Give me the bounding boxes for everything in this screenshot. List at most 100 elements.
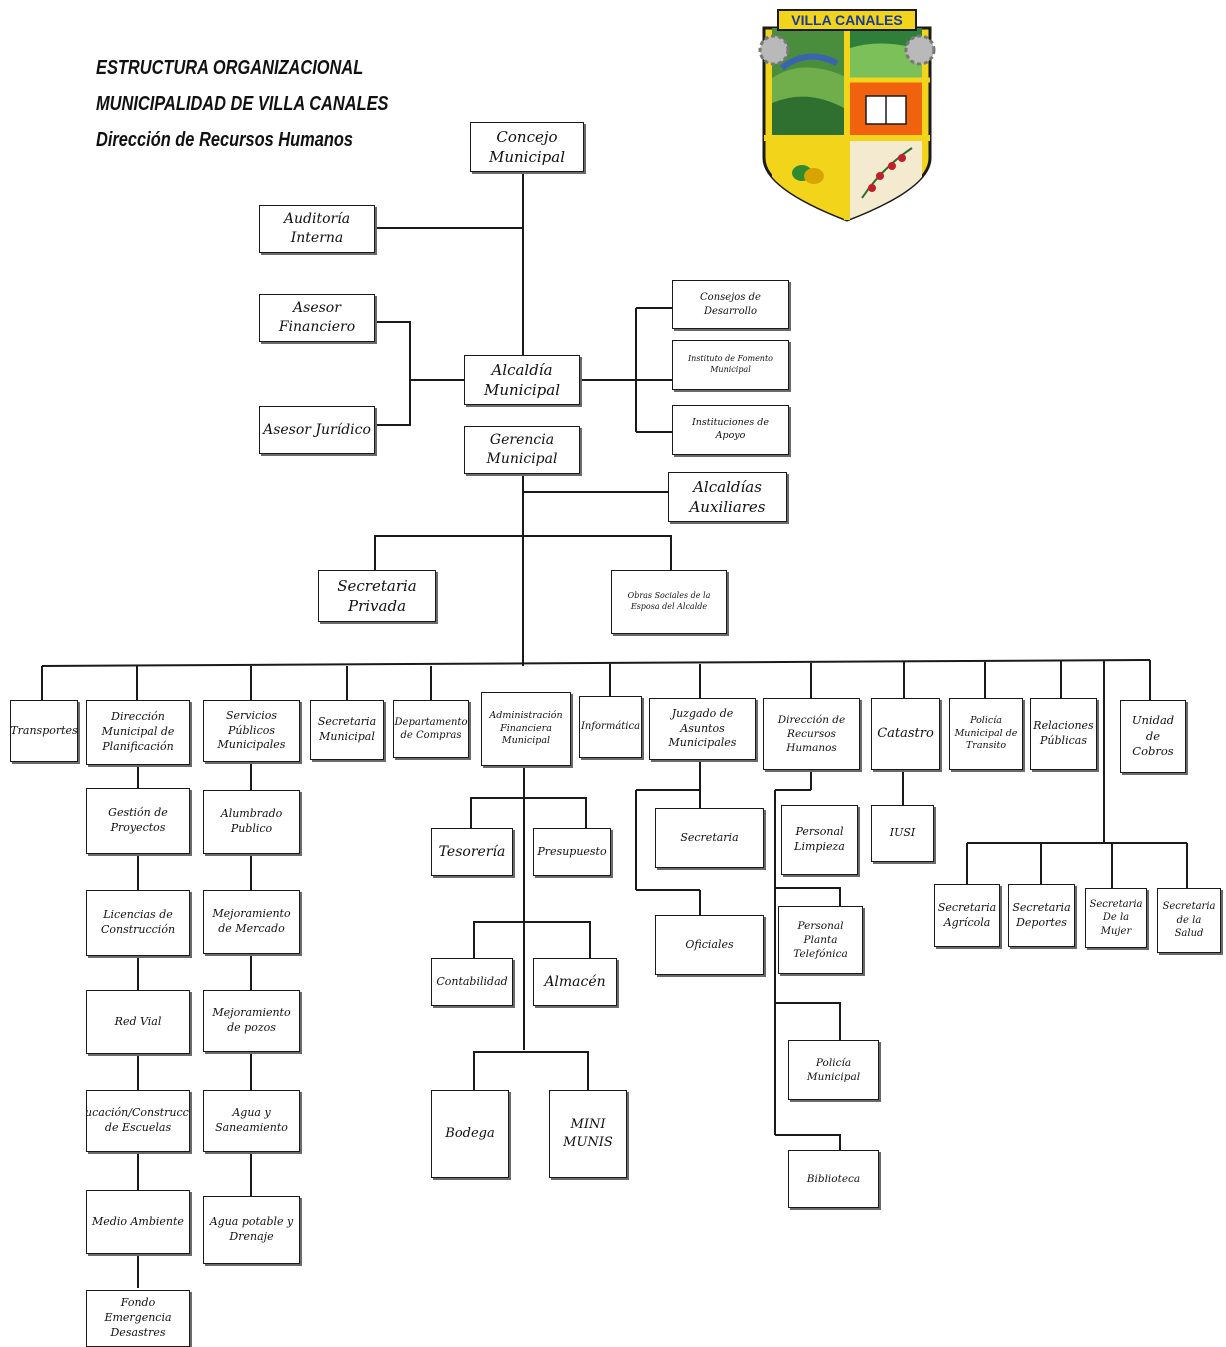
org-unit-asesor-jur: Asesor Jurídico [259, 406, 375, 454]
org-unit-label: Instituto de Fomento Municipal [688, 354, 773, 374]
org-unit-red: Red Vial [86, 990, 190, 1054]
header-title: ESTRUCTURA ORGANIZACIONAL [96, 57, 364, 79]
org-unit-bodega: Bodega [431, 1090, 509, 1178]
org-unit-label: Gestión de Proyectos [108, 806, 168, 834]
chart-header: ESTRUCTURA ORGANIZACIONAL MUNICIPALIDAD … [96, 50, 453, 158]
org-unit-secmun: Secretaria Municipal [310, 700, 384, 760]
org-unit-label: Administración Financiera Municipal [489, 709, 563, 747]
org-unit-spm: Servicios Públicos Municipales [203, 700, 300, 762]
org-unit-ptransito: Policía Municipal de Transito [949, 698, 1023, 770]
org-unit-sec-priv: Secretaria Privada [318, 570, 436, 622]
org-unit-label: Oficiales [685, 937, 734, 951]
org-unit-label: Alcaldías Auxiliares [689, 477, 766, 516]
org-unit-label: Secretaria Deportes [1012, 900, 1071, 929]
org-unit-agua: Agua y Saneamiento [203, 1090, 300, 1152]
org-unit-label: Informática [580, 721, 641, 733]
org-unit-label: Obras Sociales de la Esposa del Alcalde [627, 591, 711, 611]
org-unit-label: Medio Ambiente [92, 1214, 184, 1228]
org-unit-potable: Agua potable y Drenaje [203, 1196, 300, 1264]
org-unit-label: MINI MUNIS [563, 1117, 613, 1150]
org-unit-oficiales: Oficiales [655, 915, 764, 975]
org-unit-obras: Obras Sociales de la Esposa del Alcalde [611, 570, 727, 634]
org-unit-rp: Relaciones Públicas [1030, 698, 1097, 770]
org-unit-instituto: Instituto de Fomento Municipal [672, 340, 789, 390]
org-unit-label: Red Vial [114, 1014, 162, 1028]
org-unit-label: Relaciones Públicas [1033, 719, 1094, 747]
org-unit-deportes: Secretaria Deportes [1008, 884, 1075, 947]
org-unit-label: Auditoría Interna [283, 211, 351, 246]
org-unit-label: Personal Planta Telefónica [793, 919, 848, 961]
org-unit-drh: Dirección de Recursos Humanos [763, 698, 860, 770]
org-unit-planta: Personal Planta Telefónica [778, 906, 863, 974]
org-unit-label: Asesor Financiero [278, 300, 356, 335]
org-unit-secjuz: Secretaria [655, 808, 764, 868]
org-unit-catastro: Catastro [871, 698, 940, 770]
org-unit-label: Secretaria [680, 830, 739, 844]
org-unit-label: Alcaldía Municipal [483, 360, 561, 399]
org-unit-label: Secretaria Agrícola [937, 900, 997, 929]
org-unit-label: Policía Municipal de Transito [954, 714, 1018, 752]
org-unit-contabilidad: Contabilidad [431, 958, 513, 1006]
org-unit-label: Catastro [877, 726, 934, 742]
org-unit-limpieza: Personal Limpieza [781, 805, 858, 875]
org-unit-label: Concejo Municipal [488, 127, 566, 166]
org-unit-iusi: IUSI [871, 805, 934, 862]
org-unit-mujer: Secretaria De la Mujer [1085, 888, 1147, 948]
org-unit-gestion: Gestión de Proyectos [86, 788, 190, 854]
header-department: Dirección de Recursos Humanos [96, 129, 354, 151]
org-unit-label: Servicios Públicos Municipales [217, 708, 286, 752]
org-unit-educ: Educación/Construcción de Escuelas [86, 1090, 190, 1152]
org-unit-biblioteca: Biblioteca [788, 1150, 879, 1208]
org-unit-label: Biblioteca [806, 1172, 861, 1185]
org-unit-label: Mejoramiento de Mercado [212, 907, 291, 935]
org-unit-consejos: Consejos de Desarrollo [672, 280, 789, 329]
org-unit-cobros: Unidad de Cobros [1120, 700, 1186, 773]
org-unit-almacen: Almacén [533, 958, 617, 1006]
org-unit-mercado: Mejoramiento de Mercado [203, 890, 300, 954]
org-unit-label: Agua potable y Drenaje [209, 1215, 294, 1243]
org-unit-alumbrado: Alumbrado Publico [203, 790, 300, 854]
org-unit-label: Departamento de Compras [394, 716, 468, 742]
org-unit-juzgado: Juzgado de Asuntos Municipales [649, 698, 756, 760]
org-unit-pmunicipal: Policía Municipal [788, 1040, 879, 1100]
org-unit-label: Secretaria Privada [337, 576, 417, 615]
org-unit-dmp: Dirección Municipal de Planificación [86, 700, 190, 765]
org-unit-label: Alumbrado Publico [220, 807, 283, 835]
org-unit-label: Dirección Municipal de Planificación [101, 710, 175, 753]
org-unit-label: Asesor Jurídico [263, 421, 371, 438]
org-unit-alcaldia: Alcaldía Municipal [464, 355, 580, 405]
org-unit-label: Mejoramiento de pozos [212, 1006, 291, 1034]
org-unit-concejo: Concejo Municipal [470, 122, 584, 172]
org-unit-label: Licencias de Construcción [100, 908, 176, 936]
org-unit-label: Personal Limpieza [794, 825, 845, 853]
org-unit-label: Secretaria De la Mujer [1089, 898, 1143, 937]
org-unit-label: Tesorería [438, 843, 506, 860]
org-unit-minimunis: MINI MUNIS [549, 1090, 627, 1178]
org-unit-fondo: Fondo Emergencia Desastres [86, 1290, 190, 1347]
org-unit-asesor-fin: Asesor Financiero [259, 294, 375, 342]
org-unit-auditoria: Auditoría Interna [259, 205, 375, 253]
org-unit-label: Unidad de Cobros [1131, 713, 1175, 759]
org-unit-label: Dirección de Recursos Humanos [777, 713, 846, 755]
logo-banner-text: VILLA CANALES [791, 12, 902, 28]
org-unit-aux: Alcaldías Auxiliares [668, 472, 787, 522]
org-unit-label: Transportes [10, 723, 78, 737]
org-unit-label: Bodega [445, 1126, 495, 1142]
org-unit-label: Presupuesto [537, 844, 607, 858]
org-unit-instituciones: Instituciones de Apoyo [672, 405, 789, 455]
org-unit-compras: Departamento de Compras [393, 700, 469, 758]
org-unit-label: Contabilidad [436, 974, 508, 988]
org-unit-label: Almacén [544, 973, 606, 990]
header-organization: MUNICIPALIDAD DE VILLA CANALES [96, 93, 389, 115]
villa-canales-coat-of-arms: VILLA CANALES [758, 9, 936, 222]
org-unit-label: Instituciones de Apoyo [692, 417, 769, 441]
org-unit-label: Gerencia Municipal [486, 432, 558, 467]
org-unit-label: Secretaria de la Salud [1162, 901, 1216, 940]
org-unit-label: Juzgado de Asuntos Municipales [668, 706, 737, 750]
org-unit-medio: Medio Ambiente [86, 1190, 190, 1254]
org-unit-label: Secretaria Municipal [317, 715, 377, 743]
org-unit-salud: Secretaria de la Salud [1157, 888, 1221, 953]
org-unit-label: Educación/Construcción de Escuelas [86, 1106, 189, 1134]
org-unit-label: Fondo Emergencia Desastres [104, 1296, 172, 1339]
org-unit-label: Consejos de Desarrollo [700, 292, 761, 317]
